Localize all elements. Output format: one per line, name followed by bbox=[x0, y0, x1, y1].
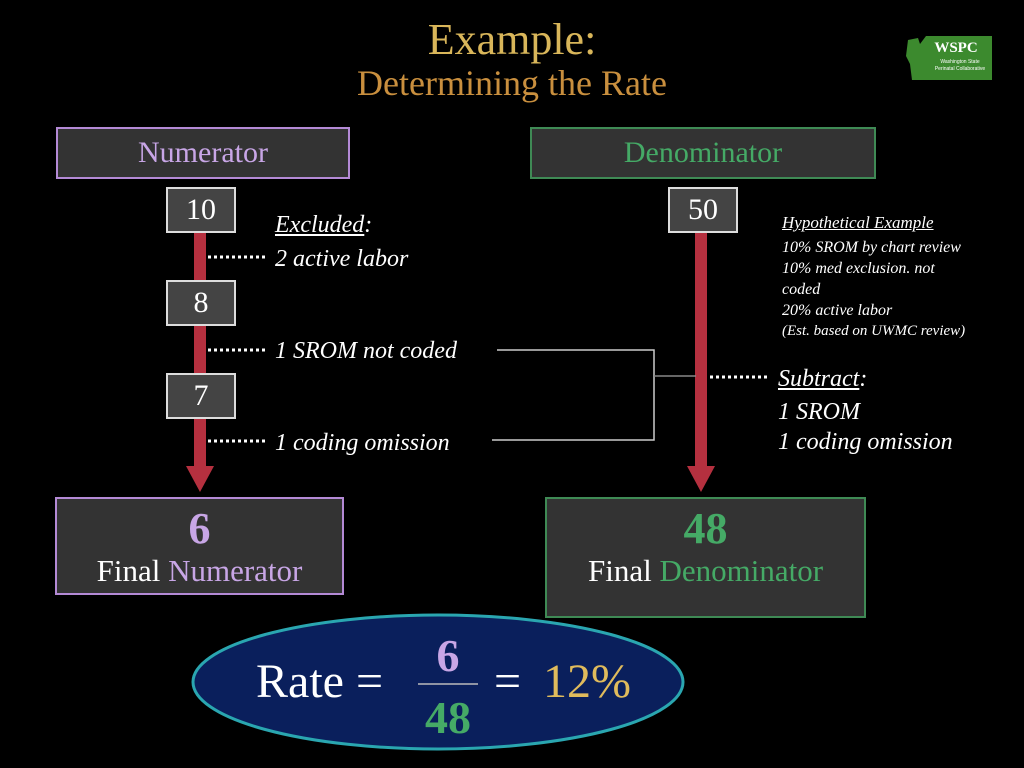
denominator-arrow-shaft bbox=[695, 230, 707, 468]
note-active-labor: 2 active labor bbox=[275, 246, 409, 272]
rate-equals: = bbox=[494, 655, 522, 708]
hypo-line-1: 10% SROM by chart review bbox=[782, 239, 961, 256]
bracket-line bbox=[492, 349, 655, 441]
final-denominator-value: 48 bbox=[683, 504, 728, 553]
hypo-title: Hypothetical Example bbox=[782, 213, 934, 232]
hypo-line-4: 20% active labor bbox=[782, 302, 893, 319]
numerator-step-7: 7 bbox=[166, 373, 236, 419]
final-numerator-box: 6 Final Numerator bbox=[55, 497, 344, 595]
subtract-coding: 1 coding omission bbox=[778, 429, 953, 455]
washington-state-icon: WSPC Washington State Perinatal Collabor… bbox=[906, 36, 992, 80]
wspc-logo: WSPC Washington State Perinatal Collabor… bbox=[906, 34, 994, 86]
denominator-header: Denominator bbox=[530, 127, 876, 179]
hypo-line-3: coded bbox=[782, 281, 821, 298]
subtract-heading: Subtract: bbox=[778, 366, 867, 393]
numerator-header: Numerator bbox=[56, 127, 350, 179]
note-coding-omission: 1 coding omission bbox=[275, 430, 450, 456]
rate-denominator: 48 bbox=[425, 692, 471, 743]
final-denominator-box: 48 Final Denominator bbox=[545, 497, 866, 618]
hypo-line-5: (Est. based on UWMC review) bbox=[782, 323, 966, 339]
denominator-arrow-head bbox=[687, 466, 715, 492]
numerator-arrow-shaft bbox=[194, 230, 206, 468]
denominator-start-50: 50 bbox=[668, 187, 738, 233]
final-denominator-word: Final bbox=[587, 553, 652, 588]
rate-numerator: 6 bbox=[436, 630, 460, 681]
numerator-step-10: 10 bbox=[166, 187, 236, 233]
slide-title: Example: bbox=[427, 15, 597, 64]
final-numerator-word: Final bbox=[96, 553, 161, 588]
final-numerator-label: Numerator bbox=[168, 553, 303, 588]
numerator-arrow-head bbox=[186, 466, 214, 492]
logo-line1: Washington State bbox=[940, 59, 980, 65]
slide-subtitle: Determining the Rate bbox=[357, 63, 667, 103]
excluded-label: Excluded bbox=[275, 212, 365, 238]
rate-label: Rate = bbox=[256, 655, 384, 708]
final-denominator-caption: Final Denominator bbox=[547, 553, 864, 589]
subtract-colon: : bbox=[859, 366, 868, 392]
subtract-srom: 1 SROM bbox=[778, 399, 860, 425]
logo-line2: Perinatal Collaborative bbox=[935, 66, 986, 72]
excluded-colon: : bbox=[364, 212, 373, 238]
final-denominator-label: Denominator bbox=[659, 553, 824, 588]
numerator-step-8: 8 bbox=[166, 280, 236, 326]
final-numerator-value: 6 bbox=[188, 504, 211, 553]
hypo-line-2: 10% med exclusion. not bbox=[782, 260, 935, 277]
rate-ellipse bbox=[191, 613, 685, 751]
subtract-label: Subtract bbox=[778, 366, 860, 392]
note-srom: 1 SROM not coded bbox=[275, 338, 457, 364]
hypothetical-example: Hypothetical Example 10% SROM by chart r… bbox=[782, 212, 1012, 342]
final-numerator-caption: Final Numerator bbox=[57, 553, 342, 589]
logo-text: WSPC bbox=[934, 40, 977, 56]
rate-result: 12% bbox=[543, 655, 631, 708]
excluded-heading: Excluded: bbox=[275, 212, 372, 239]
